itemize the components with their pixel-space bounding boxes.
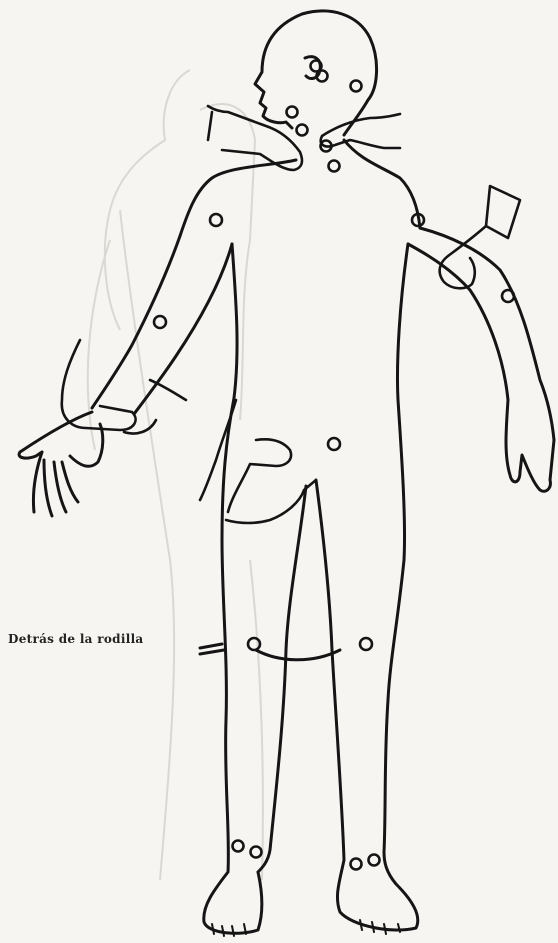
- left-arm-inner: [134, 244, 232, 414]
- figure-outline: [19, 11, 554, 933]
- pulse-point-behind-ear: [351, 81, 362, 92]
- ghost-figure: [88, 70, 263, 880]
- label-leader-line: [200, 644, 224, 654]
- pulse-point-carotid-left: [297, 125, 308, 136]
- neck-hand-right: [321, 114, 400, 148]
- right-leg-inner: [316, 480, 418, 930]
- right-shoulder-outline: [344, 140, 420, 228]
- pulse-point-right-ankle-a: [351, 859, 362, 870]
- groin-hand: [200, 400, 316, 523]
- pulse-point-left-brachial: [154, 316, 166, 328]
- right-arm-outer: [420, 228, 554, 440]
- back-of-knee-label: Detrás de la rodilla: [8, 632, 144, 646]
- pulse-point-navel: [328, 438, 340, 450]
- pulse-point-right-brachial: [502, 290, 514, 302]
- right-hand-outline: [506, 400, 554, 491]
- head-outline: [255, 11, 377, 135]
- torso-right-side: [397, 244, 408, 560]
- knee-guide-arc: [256, 650, 340, 660]
- pulse-point-left-ankle-a: [233, 841, 244, 852]
- right-leg-outer: [384, 560, 404, 852]
- pulse-point-face: [287, 107, 298, 118]
- pulse-point-left-ankle-b: [251, 847, 262, 858]
- left-shoulder-outline: [180, 160, 296, 236]
- pulse-point-subclavian: [329, 161, 340, 172]
- pulse-point-right-ankle-b: [369, 855, 380, 866]
- pulse-point-right-popliteal: [360, 638, 372, 650]
- left-leg-inner: [258, 486, 306, 872]
- wrist-hand-left: [62, 340, 186, 434]
- right-arm-inner: [408, 244, 508, 400]
- pulse-point-left-axilla: [210, 214, 222, 226]
